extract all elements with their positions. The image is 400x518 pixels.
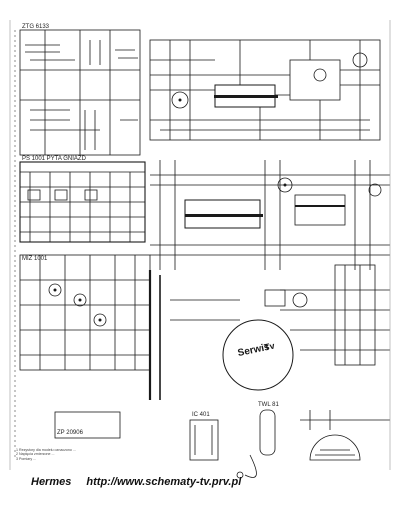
- label-tube: TWL 81: [258, 402, 279, 408]
- zp-module-frame: [54, 411, 121, 439]
- miz-module-frame: [19, 254, 151, 371]
- label-socket-panel: PS 1001 PYTA GNIAZD: [22, 156, 86, 162]
- note-line: 3 Pomiary ...: [16, 456, 37, 461]
- label-ic: IC 401: [192, 412, 210, 418]
- note-line: 1 Rezystory dla modelu oznaczono ...: [16, 448, 76, 452]
- footer-brand: Hermes: [31, 476, 72, 488]
- label-zp-block: ZP 20906: [57, 430, 83, 436]
- service-stamp: [222, 319, 294, 391]
- stamp-line-2: Tv: [263, 341, 275, 353]
- label-top-left: ZTG 6133: [22, 24, 50, 30]
- note-line: 2 Napięcia zmierzone ...: [16, 452, 55, 457]
- notes-block: 1 Rezystory dla modelu oznaczono ... 2 N…: [16, 448, 216, 461]
- footer-caption: Hermes http://www.schematy-tv.prv.pl: [31, 476, 253, 488]
- footer-url: http://www.schematy-tv.prv.pl: [86, 476, 242, 488]
- label-miz-block: MIZ 1001: [22, 256, 48, 262]
